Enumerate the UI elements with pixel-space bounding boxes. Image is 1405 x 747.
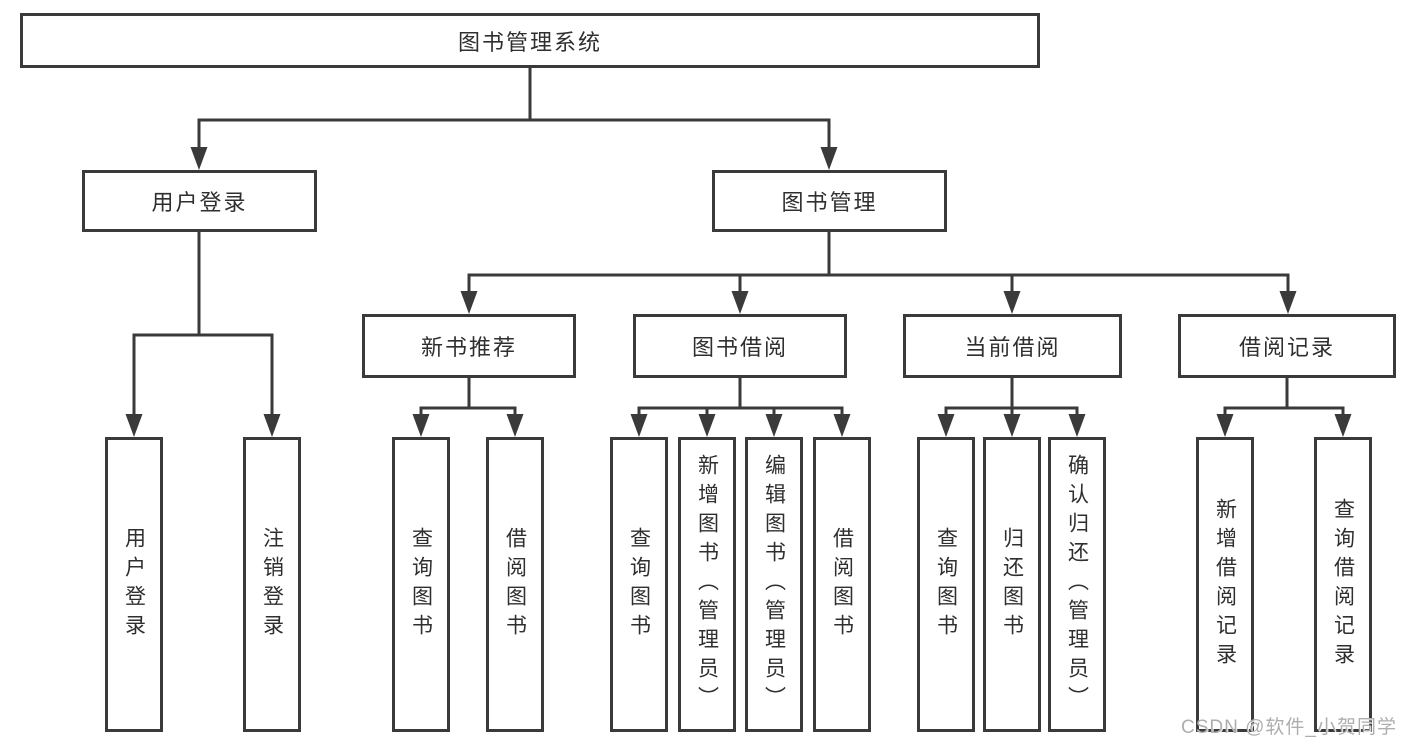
leaf-query-borrow-record: 查询借阅记录 <box>1314 437 1372 732</box>
node-label: 归还图书 <box>1000 526 1024 643</box>
node-book-management: 图书管理 <box>712 170 947 232</box>
node-label: 查询借阅记录 <box>1331 497 1355 672</box>
node-label: 用户登录 <box>122 526 146 643</box>
node-label: 借阅图书 <box>830 526 854 643</box>
leaf-confirm-return-admin: 确认归还（管理员） <box>1048 437 1106 732</box>
node-system-root: 图书管理系统 <box>20 13 1040 68</box>
leaf-query-books: 查询图书 <box>610 437 668 732</box>
node-current-borrowing: 当前借阅 <box>903 314 1122 378</box>
node-label: 确认归还（管理员） <box>1065 454 1089 715</box>
node-label: 注销登录 <box>260 526 284 643</box>
node-borrowing-records: 借阅记录 <box>1178 314 1396 378</box>
node-new-book-recommend: 新书推荐 <box>362 314 576 378</box>
node-label: 编辑图书（管理员） <box>762 454 786 715</box>
node-label: 图书借阅 <box>691 335 788 360</box>
node-label: 新增借阅记录 <box>1213 497 1237 672</box>
leaf-query-books: 查询图书 <box>917 437 975 732</box>
node-label: 当前借阅 <box>964 335 1061 360</box>
node-label: 图书管理系统 <box>457 29 602 55</box>
node-label: 图书管理 <box>781 190 878 215</box>
node-label: 查询图书 <box>934 526 958 643</box>
node-label: 用户登录 <box>151 190 248 215</box>
leaf-add-books-admin: 新增图书（管理员） <box>678 437 736 732</box>
node-label: 借阅记录 <box>1238 335 1335 360</box>
leaf-logout: 注销登录 <box>243 437 301 732</box>
leaf-user-login: 用户登录 <box>105 437 163 732</box>
leaf-edit-books-admin: 编辑图书（管理员） <box>745 437 803 732</box>
leaf-borrow-books: 借阅图书 <box>486 437 544 732</box>
leaf-return-books: 归还图书 <box>983 437 1041 732</box>
node-label: 查询图书 <box>409 526 433 643</box>
leaf-add-borrow-record: 新增借阅记录 <box>1196 437 1254 732</box>
node-label: 新书推荐 <box>420 335 517 360</box>
csdn-watermark: CSDN @软件_小贺同学 <box>1181 717 1397 738</box>
leaf-borrow-books: 借阅图书 <box>813 437 871 732</box>
node-book-borrowing: 图书借阅 <box>633 314 847 378</box>
node-label: 新增图书（管理员） <box>695 454 719 715</box>
node-user-login: 用户登录 <box>82 170 317 232</box>
node-label: 借阅图书 <box>503 526 527 643</box>
node-label: 查询图书 <box>627 526 651 643</box>
leaf-query-books: 查询图书 <box>392 437 450 732</box>
